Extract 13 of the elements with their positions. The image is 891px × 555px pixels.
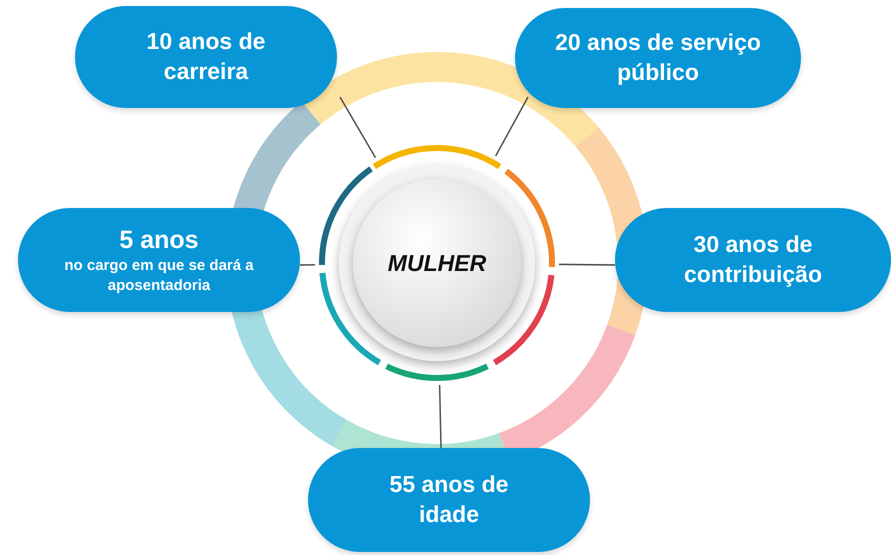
leader-line [339,96,376,158]
leader-line [558,264,615,266]
label-pill [615,208,891,312]
pill-heading: 5 anos [119,224,199,256]
pill-heading: 10 anos de carreira [146,27,266,86]
pill-heading: 55 anos de idade [389,470,509,529]
pill-heading: 30 anos de contribuição [682,230,823,289]
leader-line [438,384,442,448]
pill-subtext: no cargo em que se dará a aposentadoria [63,256,255,296]
center-label: MULHER [388,250,486,276]
leader-line [300,264,316,266]
pill-heading: 20 anos de serviço público [554,28,762,87]
leader-line [495,96,529,156]
